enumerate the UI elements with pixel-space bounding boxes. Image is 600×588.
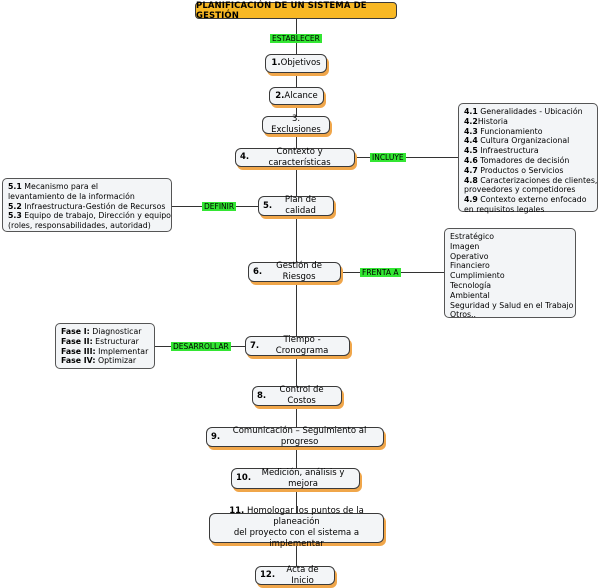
main-connector: [296, 18, 297, 576]
riesgo-item: Imagen: [450, 241, 480, 251]
riesgo-item: Operativo: [450, 251, 489, 261]
incluye-item: 4.9 Contexto externo enfocado: [464, 195, 587, 205]
definir-item: 5.1 Mecanismo para el: [8, 182, 99, 191]
label-desarrollar: DESARROLLAR: [171, 342, 231, 351]
incluye-item: 4.1 Generalidades - Ubicación: [464, 107, 583, 116]
fase-item: Fase IV: Optimizar: [61, 356, 137, 366]
incluye-item: 4.7 Productos o Servicios: [464, 165, 564, 175]
step-12-acta-inicio: 12. Acta de Inicio: [255, 565, 335, 586]
step-8-control-costos: 8. Control de Costos: [252, 385, 342, 406]
incluye-item: en requisitos legales: [464, 204, 545, 214]
label-definir: DEFINIR: [202, 202, 237, 211]
incluye-item: proveedores y competidores: [464, 185, 576, 195]
step-7-tiempo: 7. Tiempo - Cronograma: [245, 335, 350, 356]
fase-item: Fase I: Diagnosticar: [61, 327, 142, 336]
riesgo-item: Otros..: [450, 310, 477, 320]
step-1-objetivos: 1. Objetivos: [265, 54, 327, 73]
label-incluye: INCLUYE: [370, 153, 406, 162]
step-2-alcance: 2. Alcance: [269, 87, 324, 105]
riesgo-item: Tecnología: [450, 280, 492, 290]
incluye-item: 4.3 Funcionamiento: [464, 126, 543, 136]
riesgo-item: Estratégico: [450, 232, 495, 241]
incluye-item: 4.8 Caracterizaciones de clientes,: [464, 175, 598, 185]
diagram-title: PLANIFICACIÓN DE UN SISTEMA DE GESTIÓN: [195, 1, 397, 21]
incluye-item: 4.5 Infraestructura: [464, 146, 539, 156]
step-4-contexto: 4. Contexto y características: [235, 147, 355, 168]
fase-item: Fase II: Estructurar: [61, 336, 139, 346]
definir-item: 5.3 Equipo de trabajo, Dirección y equip…: [8, 211, 171, 221]
step-5-plan-calidad: 5. Plan de calidad: [258, 195, 334, 216]
fase-item: Fase III: Implementar: [61, 346, 149, 356]
riesgo-item: Seguridad y Salud en el Trabajo: [450, 300, 574, 310]
incluye-connector: [355, 157, 458, 158]
step-6-gestion-riesgos: 6. Gestión de Riesgos: [248, 261, 341, 282]
step-3-exclusiones: 3. Exclusiones: [262, 114, 330, 135]
step-10-medicion: 10. Medición, análisis y mejora: [231, 468, 360, 489]
riesgo-item: Ambiental: [450, 290, 490, 300]
incluye-item: 4.6 Tomadores de decisión: [464, 155, 570, 165]
incluye-item: 4.2Historia: [464, 116, 508, 126]
definir-item: 5.2 Infraestructura-Gestión de Recursos: [8, 201, 166, 211]
riesgo-item: Financiero: [450, 261, 490, 271]
incluye-item: 4.4 Cultura Organizacional: [464, 136, 570, 146]
label-establecer: ESTABLECER: [270, 34, 322, 43]
definir-item: (roles, responsabilidades, autoridad): [8, 221, 151, 231]
label-frenta: FRENTA A: [360, 268, 401, 277]
riesgo-item: Cumplimiento: [450, 271, 505, 281]
step-11-homologar: 11. Homologar los puntos de la planeació…: [209, 506, 384, 549]
step-9-comunicacion: 9. Comunicación – Seguimiento al progres…: [206, 426, 384, 447]
definir-item: levantamiento de la información: [8, 191, 135, 201]
